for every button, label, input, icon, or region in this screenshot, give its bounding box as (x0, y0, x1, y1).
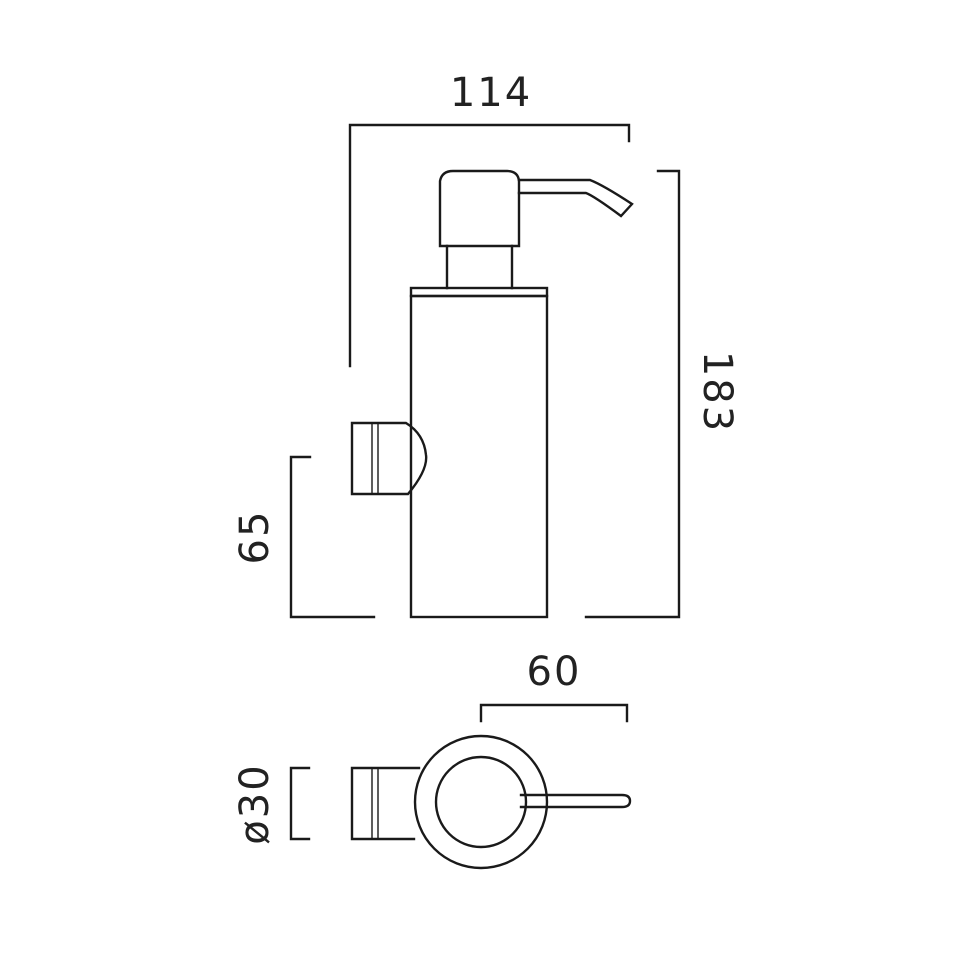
dimension-projection: 60 (479, 649, 629, 723)
dim-line-projection (479, 703, 629, 723)
dim-label-diameter: ø30 (232, 763, 278, 844)
dim-line-height (584, 169, 681, 619)
dim-label-mount: 65 (232, 510, 278, 565)
front-elevation (350, 169, 634, 619)
dim-line-mount (289, 455, 376, 619)
pump-neck (445, 244, 514, 290)
dim-label-projection: 60 (527, 649, 582, 695)
dim-label-height: 183 (694, 351, 740, 433)
dimension-overall-height: 183 (584, 169, 740, 619)
pump-spout (517, 178, 634, 218)
plan-pump-inner (434, 755, 528, 849)
bottle-body (409, 294, 549, 619)
dim-line-width (348, 123, 631, 368)
plan-spout (519, 793, 632, 809)
plan-body-outer (413, 734, 549, 870)
dimension-overall-width: 114 (348, 70, 631, 368)
pump-head (438, 169, 521, 248)
dim-line-diameter (289, 766, 311, 841)
plan-bracket (350, 766, 421, 841)
dim-label-width: 114 (450, 70, 532, 116)
bottle-cap-rim (409, 286, 549, 298)
dimension-mount-height: 65 (232, 455, 376, 619)
wall-bracket (350, 421, 428, 496)
dimension-diameter: ø30 (232, 763, 311, 845)
plan-view (350, 734, 632, 870)
